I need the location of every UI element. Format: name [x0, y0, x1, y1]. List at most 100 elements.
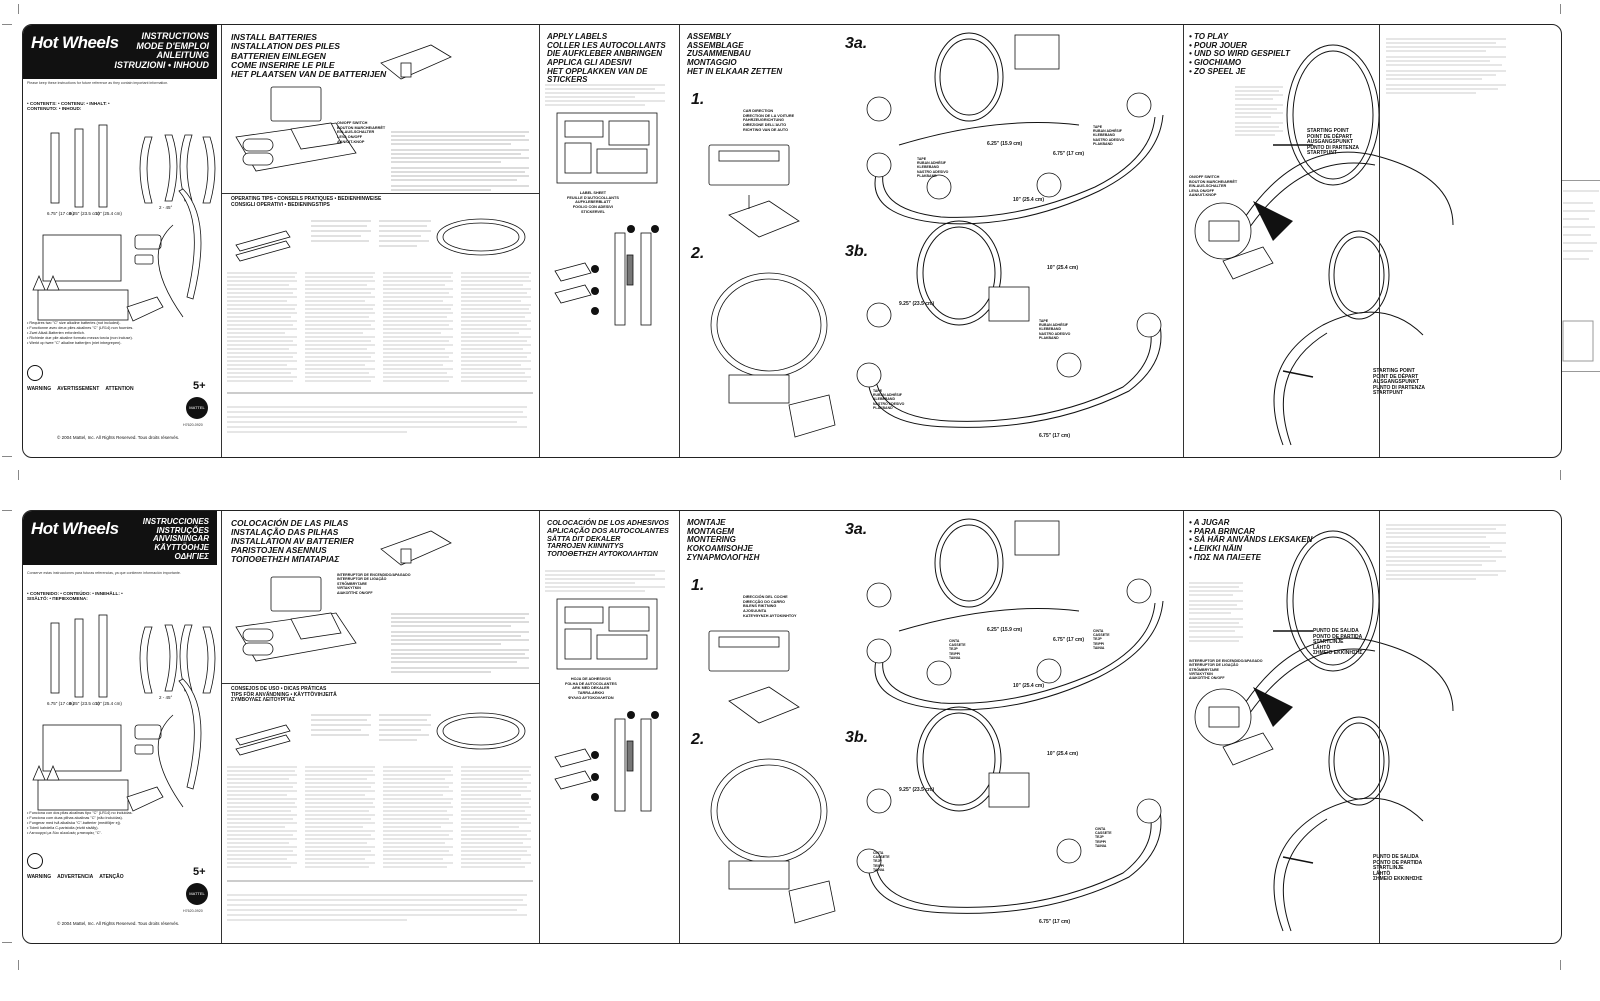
crop-mark	[1560, 960, 1561, 970]
curve-count-label: 2 - 45°	[159, 695, 173, 700]
title-line: ISTRUZIONI • INHOUD	[114, 60, 209, 71]
battery-note: • Funciona com duas pilhas alcalinas "C"…	[27, 815, 123, 820]
switch-label: ON/OFF SWITCH BOUTON MARCHE/ARRÊT EIN-AU…	[1189, 175, 1238, 198]
battery-note: • Toimii kahdella C-paristolla (eivät si…	[27, 825, 99, 830]
tape-label: TAPE RUBAN ADHÉSIF KLEBEBAND NASTRO ADES…	[1039, 319, 1071, 340]
title-line: PARISTOJEN ASENNUS	[231, 545, 327, 556]
step2-illustration	[710, 272, 836, 438]
dimension-label: 6.75" (17 cm)	[1039, 433, 1070, 439]
parts-illustration: 6.75" (17 cm) 9.25" (23.5 cm) 10" (25.4 …	[32, 124, 216, 322]
battery-illustration	[235, 86, 357, 172]
play-illustration	[1194, 44, 1454, 446]
title-line: ΟΔΗΓΙΕΣ	[174, 551, 209, 561]
tape-label: CINTA CASSETE TEJP TEIPPI TAINIA	[1095, 827, 1112, 848]
title-line: • PARA BRINCAR	[1189, 526, 1255, 536]
warning-row: WARNING ADVERTENCIA ATENÇÃO	[27, 874, 177, 881]
battery-note: • Zwei Alkali-Batterien erforderlich.	[27, 330, 85, 335]
dimension-label: 10" (25.4 cm)	[1047, 265, 1078, 271]
crop-mark	[1560, 4, 1561, 14]
title-line: ΣΥΝΑΡΜΟΛΟΓΗΣΗ	[687, 552, 760, 562]
step-number: 1.	[691, 91, 705, 108]
warning-label: ADVERTENCIA	[57, 874, 94, 880]
track-layout-panel: 3a. 3b. 6.25" (15.9 cm	[839, 511, 1184, 943]
title-line: • POUR JOUER	[1189, 40, 1247, 50]
title-line: INSTALLATION DES PILES	[231, 41, 341, 52]
title-line: INSTALLATION AV BATTERIER	[231, 536, 354, 547]
safety-bullets	[1386, 38, 1506, 94]
product-code: H7620-0920	[183, 909, 203, 913]
age-rating: 5+	[193, 866, 206, 878]
dimension-label: 9.25" (23.5 cm)	[899, 301, 935, 307]
operating-tips-title: OPERATING TIPS • CONSEILS PRATIQUES • BE…	[231, 196, 382, 208]
battery-panel: INSTALL BATTERIES INSTALLATION DES PILES…	[221, 25, 540, 457]
contents-panel: Hot Wheels INSTRUCCIONES INSTRUÇÕES ANVI…	[23, 511, 222, 943]
crop-mark	[2, 942, 12, 943]
title-line: INSTRUÇÕES	[156, 525, 209, 535]
hot-wheels-logo: Hot Wheels	[31, 519, 119, 538]
intro-text: Conserve estas instrucciones para futura…	[27, 571, 181, 575]
assembly-title: MONTAJE MONTAGEM MONTERING KOKOAMISOHJE …	[687, 518, 760, 562]
warning-label: WARNING	[27, 874, 52, 880]
title-line: • LEIKKI NÄIN	[1189, 543, 1243, 553]
dimension-label: 10" (25.4 cm)	[1013, 197, 1044, 203]
battery-note-list: • Requires two "C" size alkaline batteri…	[27, 321, 215, 346]
safety-text-columns	[227, 272, 533, 394]
battery-safety-panel	[1379, 25, 1561, 457]
play-panel: • TO PLAY • POUR JOUER • UND SO WIRD GES…	[1183, 25, 1454, 457]
title-line: MONTAGEM	[687, 526, 734, 536]
contents-panel: Hot Wheels INSTRUCTIONS MODE D'EMPLOI AN…	[23, 25, 222, 457]
length-label: 10" (25.4 cm)	[95, 211, 122, 216]
labels-title: APPLY LABELS COLLER LES AUTOCOLLANTS DIE…	[547, 32, 679, 85]
adjacent-panel-fragment	[1558, 180, 1600, 372]
step-number: 3a.	[845, 521, 868, 538]
title-line: TARROJEN KIINNITYS	[547, 541, 624, 551]
battery-instructions	[391, 613, 529, 673]
warning-label: AVERTISSEMENT	[57, 386, 100, 392]
copyright: © 2004 Mattel, Inc. All Rights Reserved.…	[57, 921, 180, 926]
dimension-label: 6.75" (17 cm)	[1053, 151, 1084, 157]
step-number: 2.	[691, 245, 705, 262]
battery-note: • Funciona con dos pilas alcalinas tipo …	[27, 811, 133, 815]
warning-label: ATENÇÃO	[99, 874, 124, 880]
starting-point-label: STARTING POINT POINT DE DÉPART AUSGANGSP…	[1307, 128, 1360, 156]
warning-label: ATTENTION	[105, 386, 134, 392]
title-line: MONTAGGIO	[687, 57, 737, 67]
length-label: 6.75" (17 cm)	[47, 211, 74, 216]
car-direction-label: CAR DIRECTION DIRECTION DE LA VOITURE FA…	[743, 109, 795, 132]
track-tips-illustration	[235, 218, 526, 262]
track-loop-illustration: 6.25" (15.9 cm) 6.75" (17 cm) 10" (25.4 …	[856, 32, 1164, 439]
title-line: ΤΟΠΟΘΕΤΗΣΗ ΜΠΑΤΑΡΙΑΣ	[231, 554, 340, 565]
install-title: INSTALL BATTERIES INSTALLATION DES PILES…	[231, 32, 386, 79]
battery-note: • Requires two "C" size alkaline batteri…	[27, 321, 121, 325]
safety-bullets	[1386, 524, 1506, 580]
starting-point-label: PUNTO DE SALIDA PONTO DE PARTIDA STARTLI…	[1373, 854, 1423, 882]
warning-row: WARNING AVERTISSEMENT ATTENTION	[27, 386, 177, 393]
title-line: INSTALAÇÃO DAS PILHAS	[231, 527, 339, 538]
warning-label: WARNING	[27, 386, 52, 392]
title-line: • UND SO WIRD GESPIELT	[1189, 49, 1290, 59]
title-line: ASSEMBLY	[687, 32, 731, 41]
title-line: HET OPPLAKKEN VAN DE STICKERS	[547, 66, 648, 85]
mattel-logo: MATTEL	[186, 397, 208, 419]
title-line: COLOCACIÓN DE LAS PILAS	[231, 518, 349, 528]
product-code: H7620-0920	[183, 423, 203, 427]
crop-mark	[18, 4, 19, 14]
step-number: 1.	[691, 577, 705, 594]
play-panel: • A JUGAR • PARA BRINCAR • SÅ HÄR ANVÄND…	[1183, 511, 1454, 943]
legal-text	[227, 894, 527, 921]
tape-label: CINTA CASSETE TEJP TEIPPI TAINIA	[949, 639, 966, 660]
switch-label: ON/OFF SWITCH BOUTON MARCHE/ARRÊT EIN-AU…	[337, 121, 386, 144]
title-line: MONTAJE	[687, 518, 726, 527]
battery-instructions	[391, 129, 531, 196]
dimension-label: 10" (25.4 cm)	[1013, 683, 1044, 689]
tape-label: CINTA CASSETE TEJP TEIPPI TAINIA	[873, 851, 890, 872]
title-line: COLOCACIÓN DE LOS ADHESIVOS	[547, 518, 669, 527]
step-number: 3a.	[845, 35, 868, 52]
step1-illustration	[708, 144, 800, 238]
title-line: ASSEMBLAGE	[687, 40, 744, 50]
length-label: 10" (25.4 cm)	[95, 701, 122, 706]
title-line: ANVISNINGAR	[152, 534, 209, 544]
tape-label: TAPE RUBAN ADHÉSIF KLEBEBAND NASTRO ADES…	[1093, 125, 1125, 146]
starting-point-label: STARTING POINT POINT DE DÉPART AUSGANGSP…	[1373, 368, 1426, 396]
label-sheet-caption: HOJA DE ADHESIVOS FOLHA DE AUTOCOLANTES …	[565, 677, 617, 700]
